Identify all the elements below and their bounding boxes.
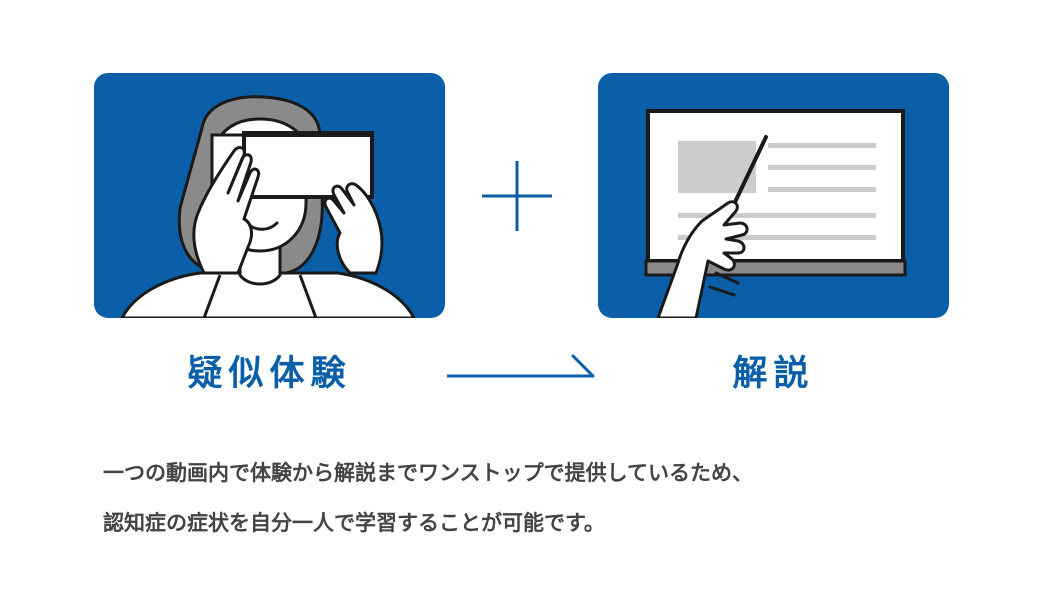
description-text: 一つの動画内で体験から解説までワンストップで提供しているため、 認知症の症状を自… [103, 448, 963, 548]
woman-wearing-vr-headset-icon [94, 73, 445, 318]
vr-experience-panel [94, 73, 445, 318]
explanation-caption: 解説 [732, 354, 815, 394]
hand-pointing-at-whiteboard-icon [598, 73, 949, 318]
arrow-right-icon [447, 354, 595, 378]
explanation-panel [598, 73, 949, 318]
description-line-2: 認知症の症状を自分一人で学習することが可能です。 [103, 511, 605, 535]
plus-icon [482, 161, 552, 231]
description-line-1: 一つの動画内で体験から解説までワンストップで提供しているため、 [103, 461, 753, 485]
vr-experience-caption: 疑似体験 [187, 354, 352, 394]
